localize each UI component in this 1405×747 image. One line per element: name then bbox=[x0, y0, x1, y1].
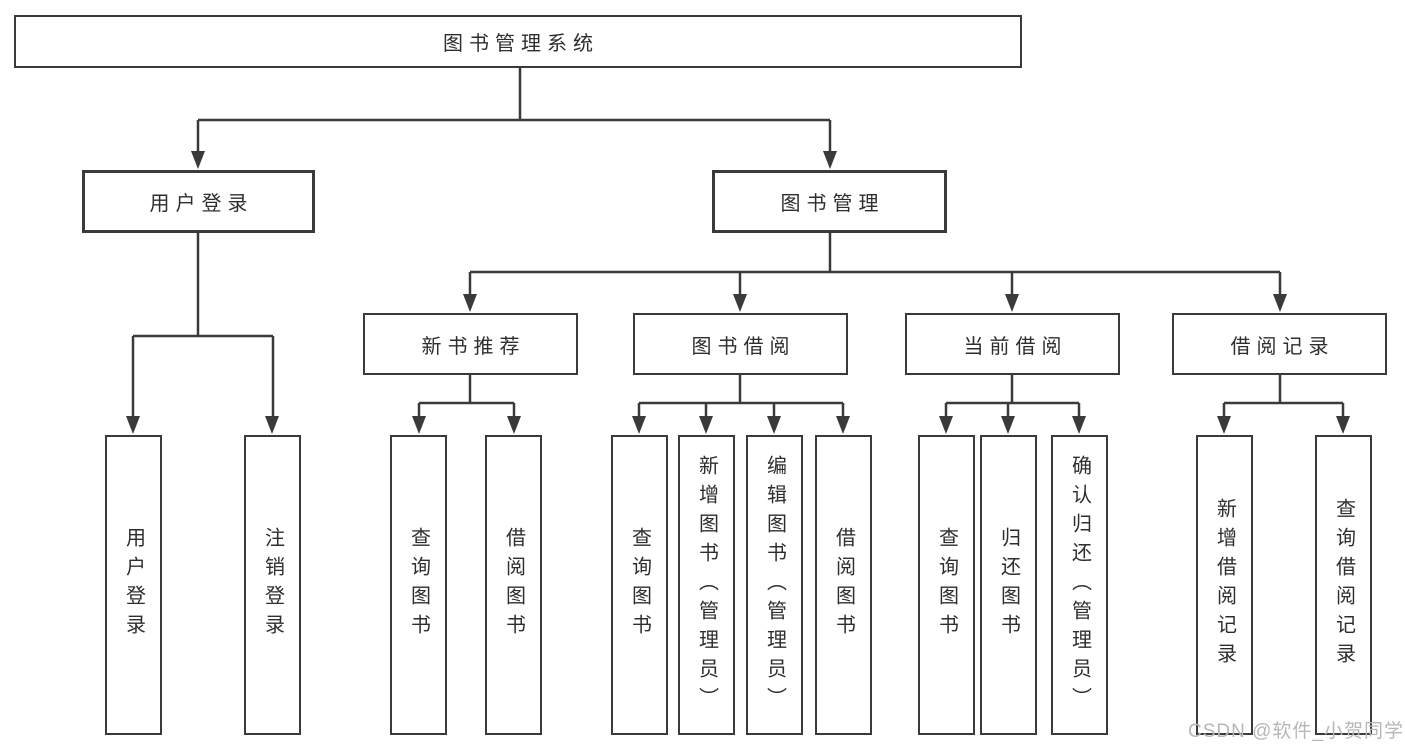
leaf-user-login: 用户登录 bbox=[105, 435, 162, 735]
leaf-add-book-admin: 新增图书（管理员） bbox=[678, 435, 735, 735]
leaf-logout-login: 注销登录 bbox=[244, 435, 301, 735]
leaf-borrow-books: 借阅图书 bbox=[815, 435, 872, 735]
node-current-borrow: 当前借阅 bbox=[905, 313, 1120, 375]
node-borrow-records: 借阅记录 bbox=[1172, 313, 1387, 375]
node-new-book-recommend: 新书推荐 bbox=[363, 313, 578, 375]
leaf-borrow-books-recommend: 借阅图书 bbox=[485, 435, 542, 735]
leaf-add-borrow-record: 新增借阅记录 bbox=[1196, 435, 1253, 735]
leaf-query-books-recommend: 查询图书 bbox=[390, 435, 447, 735]
leaf-confirm-return-admin: 确认归还（管理员） bbox=[1051, 435, 1108, 735]
node-book-borrow: 图书借阅 bbox=[633, 313, 848, 375]
leaf-query-books-current: 查询图书 bbox=[918, 435, 975, 735]
leaf-query-books-borrow: 查询图书 bbox=[611, 435, 668, 735]
leaf-return-book: 归还图书 bbox=[980, 435, 1037, 735]
node-user-login: 用户登录 bbox=[82, 170, 315, 233]
leaf-edit-book-admin: 编辑图书（管理员） bbox=[746, 435, 803, 735]
csdn-watermark: CSDN @软件_小贺同学 bbox=[1188, 721, 1404, 742]
node-book-management: 图书管理 bbox=[712, 170, 947, 233]
arrowheads bbox=[126, 151, 1350, 434]
leaf-query-borrow-record: 查询借阅记录 bbox=[1315, 435, 1372, 735]
node-library-system: 图书管理系统 bbox=[14, 15, 1022, 68]
